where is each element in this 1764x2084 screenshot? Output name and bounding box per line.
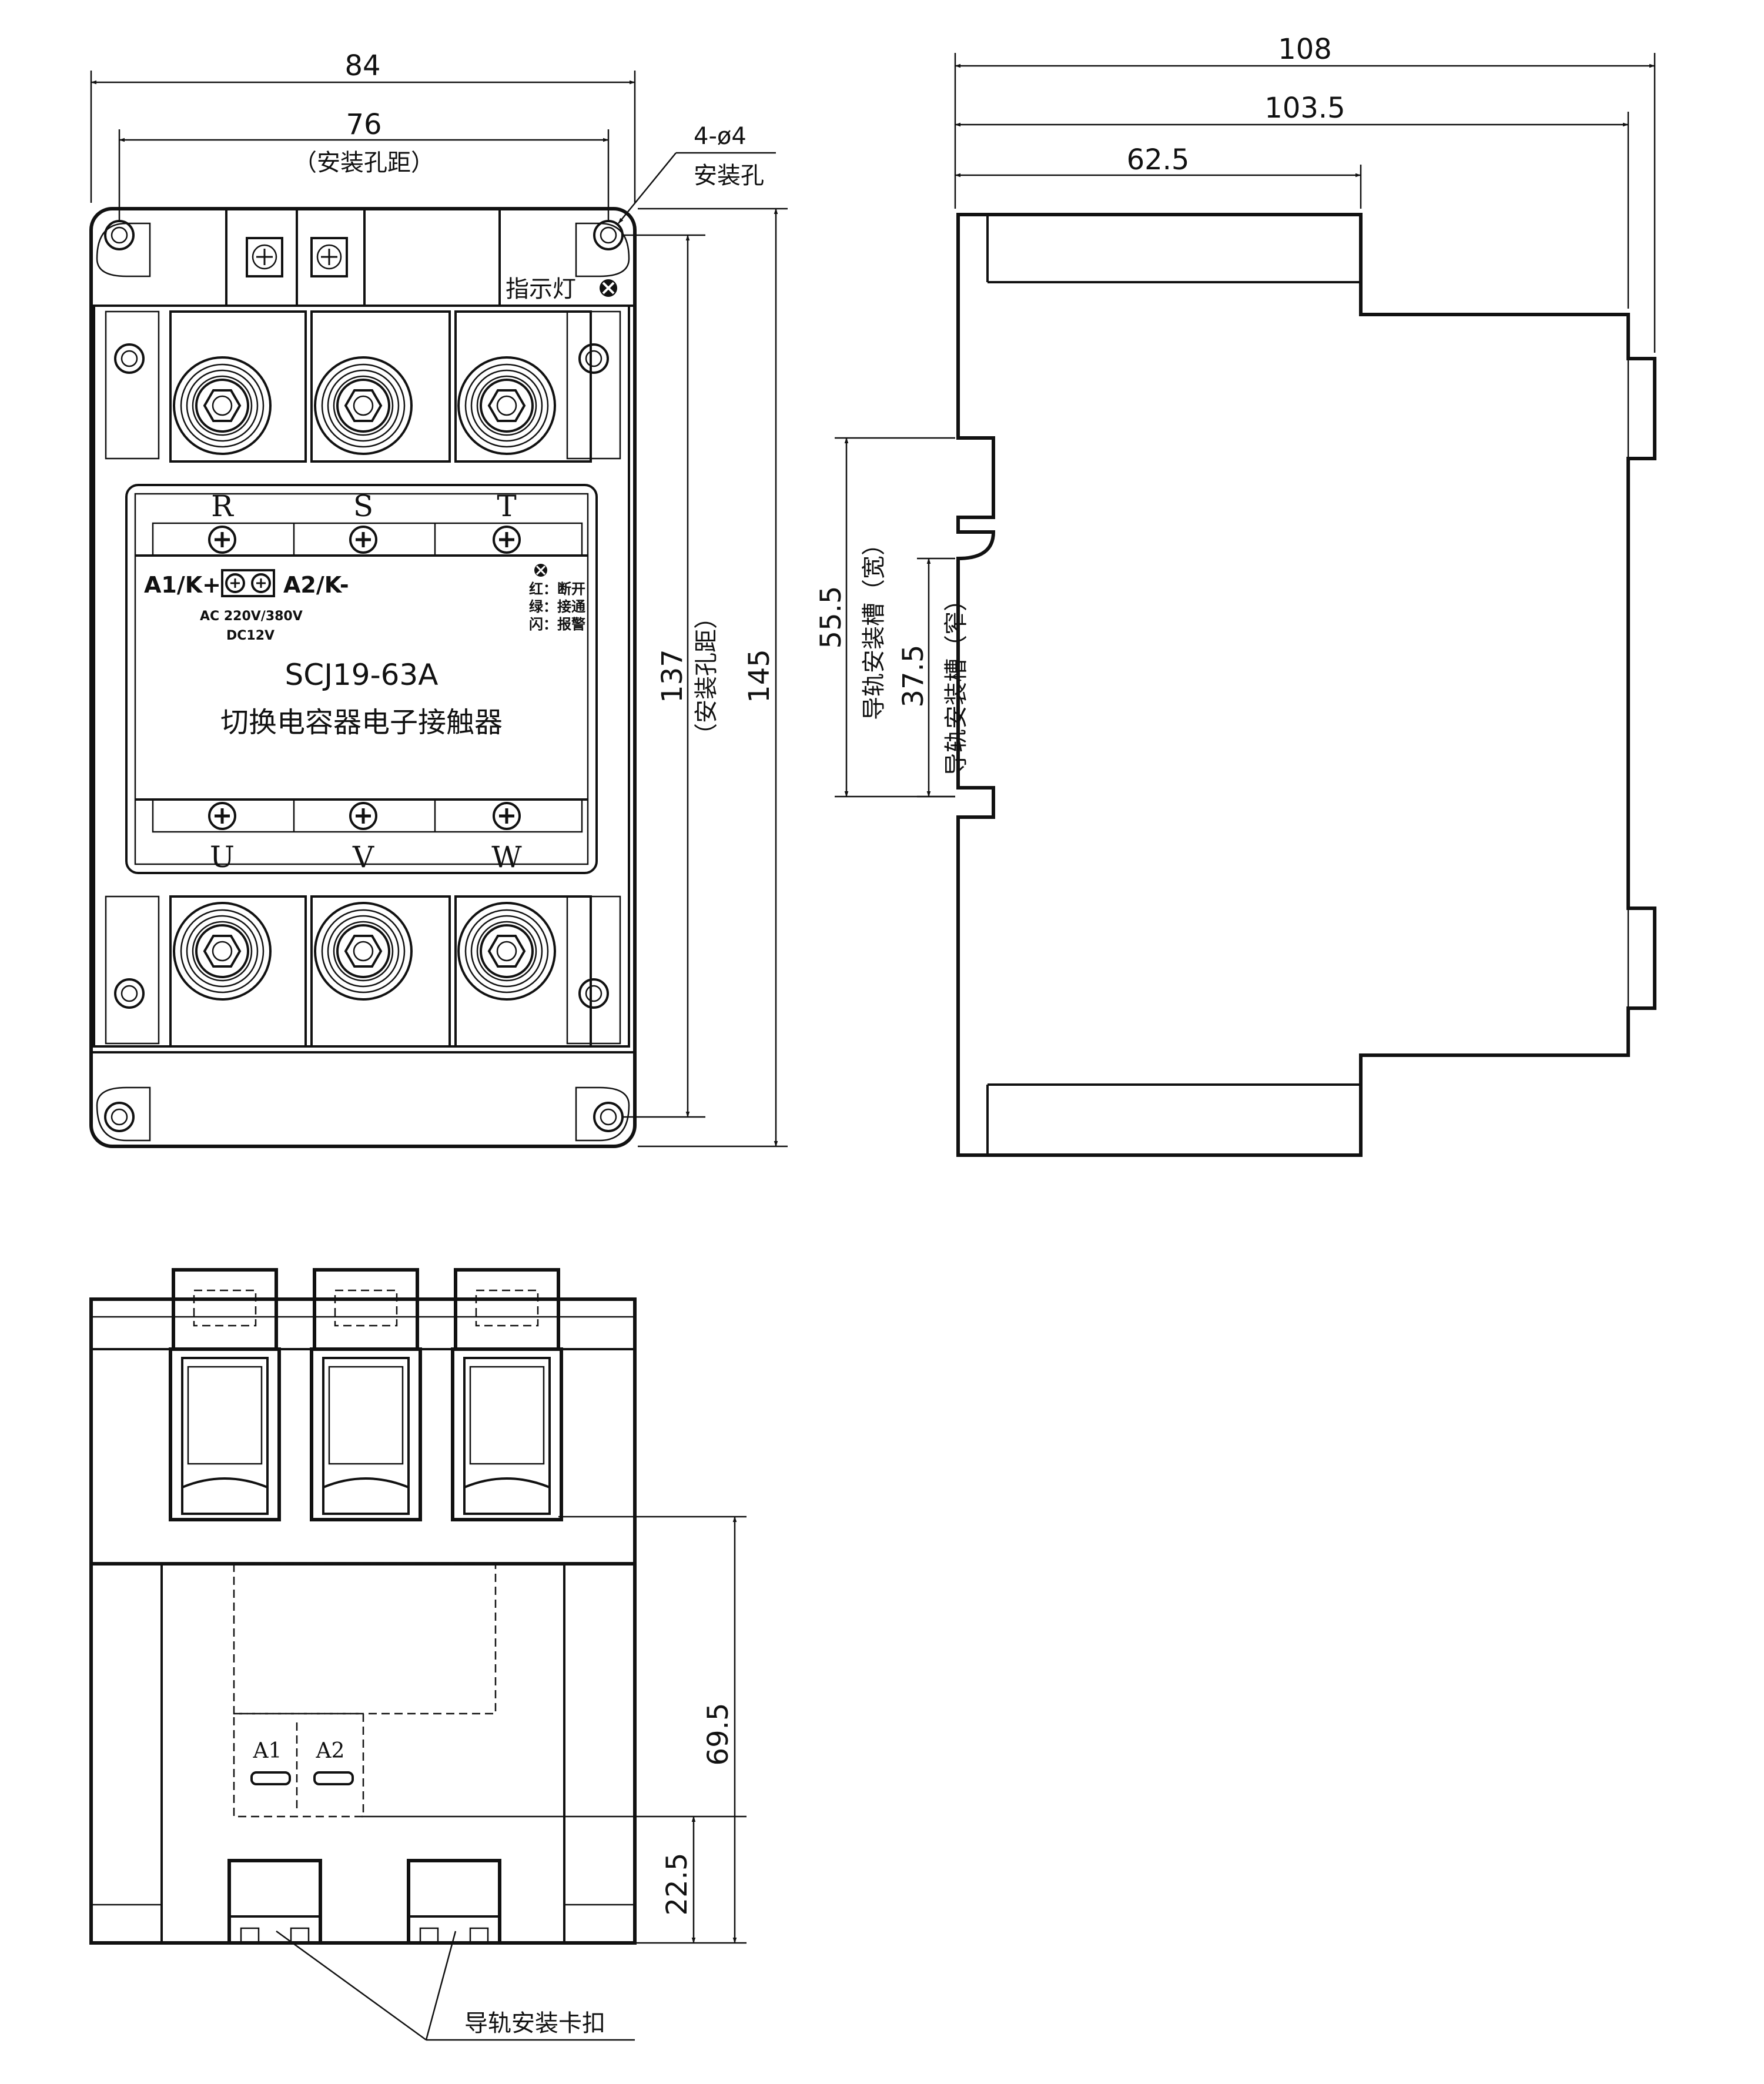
- dim-hole-spacing-note: （安装孔距）: [293, 149, 434, 176]
- legend-lamp-icon: [534, 564, 547, 577]
- dim-hole-spacing-height-note: （安装孔距）: [693, 606, 720, 747]
- dim-rail-narrow: 37.5: [897, 645, 930, 708]
- bottom-terminal-1: [169, 1268, 281, 1521]
- side-view: 108 103.5 62.5 55.5 导轨安装槽（宽） 37.5 导轨安装槽（…: [815, 33, 1656, 1157]
- dim-height-a: 69.5: [702, 1703, 735, 1766]
- control-a1-label: A1/K+: [144, 572, 221, 598]
- dim-holes-count: 4-ø4: [694, 123, 747, 150]
- input-terminal-t-nut-icon: [457, 356, 556, 455]
- rail-clip-right: [407, 1859, 501, 1945]
- bottom-terminal-a1-label: A1: [253, 1739, 282, 1763]
- voltage-ac-label: AC 220V/380V: [200, 609, 303, 624]
- voltage-dc-label: DC12V: [226, 628, 275, 643]
- output-terminal-v-nut-icon: [314, 902, 413, 1001]
- legend-green: 绿：接通: [529, 598, 585, 615]
- dim-hole-spacing-width: 76: [346, 108, 381, 141]
- rail-clip-left: [227, 1859, 322, 1945]
- dim-depth-total: 108: [1278, 33, 1332, 66]
- product-name: 切换电容器电子接触器: [220, 706, 503, 739]
- mount-hole-top-left: [104, 220, 135, 250]
- dim-rail-wide: 55.5: [815, 586, 848, 649]
- indicator-label: 指示灯: [506, 276, 576, 303]
- screw-s-icon: [350, 527, 376, 553]
- dim-depth-front: 62.5: [1127, 143, 1190, 176]
- control-terminal-2: [310, 237, 348, 277]
- dim-height-b: 22.5: [661, 1853, 694, 1916]
- output-terminal-w-nut-icon: [457, 902, 556, 1001]
- input-terminal-s-nut-icon: [314, 356, 413, 455]
- output-terminal-v-label: V: [352, 840, 374, 874]
- rail-clip-label: 导轨安装卡扣: [464, 2010, 605, 2037]
- input-terminal-r-nut-icon: [173, 356, 272, 455]
- dim-overall-height: 145: [743, 649, 776, 703]
- output-terminal-u-nut-icon: [173, 902, 272, 1001]
- output-terminal-w-label: W: [491, 840, 522, 874]
- dim-holes-label: 安装孔: [694, 162, 764, 189]
- screw-r-icon: [209, 527, 235, 553]
- mount-hole-bottom-right: [593, 1102, 624, 1132]
- mount-hole-top-right: [593, 220, 624, 250]
- control-terminal-1: [246, 237, 283, 277]
- control-terminal-icons: [221, 569, 275, 597]
- legend-flash: 闪：报警: [529, 616, 585, 633]
- output-terminal-u-label: U: [210, 840, 235, 874]
- screw-t-icon: [494, 527, 520, 553]
- legend-red: 红：断开: [529, 581, 585, 597]
- control-a2-label: A2/K-: [283, 572, 349, 598]
- dim-rail-wide-label: 导轨安装槽（宽）: [861, 532, 888, 720]
- dim-overall-width: 84: [344, 49, 380, 82]
- model-number: SCJ19-63A: [285, 658, 439, 692]
- front-view: 指示灯 R S T U V W A1/K+: [89, 49, 788, 1148]
- input-terminal-r-label: R: [211, 489, 234, 523]
- mount-hole-bottom-left: [104, 1102, 135, 1132]
- input-terminal-t-label: T: [497, 489, 516, 523]
- bottom-body-outline: [89, 1297, 637, 1945]
- dim-hole-spacing-height: 137: [656, 649, 689, 703]
- bottom-terminal-3: [451, 1268, 563, 1521]
- screw-w-icon: [494, 803, 520, 829]
- dim-rail-narrow-label: 导轨安装槽（窄）: [943, 588, 970, 776]
- indicator-lamp-icon: [600, 279, 617, 297]
- screw-u-icon: [209, 803, 235, 829]
- screw-v-icon: [350, 803, 376, 829]
- dim-depth-mid: 103.5: [1264, 92, 1345, 125]
- label-panel: [125, 484, 598, 874]
- input-terminal-s-label: S: [353, 489, 373, 523]
- bottom-terminal-a2-label: A2: [316, 1739, 345, 1763]
- bottom-view: A1 A2 69.5 22.5 导轨安装卡扣: [89, 1268, 747, 2041]
- bottom-terminal-2: [310, 1268, 422, 1521]
- side-body-outline: [956, 213, 1656, 1157]
